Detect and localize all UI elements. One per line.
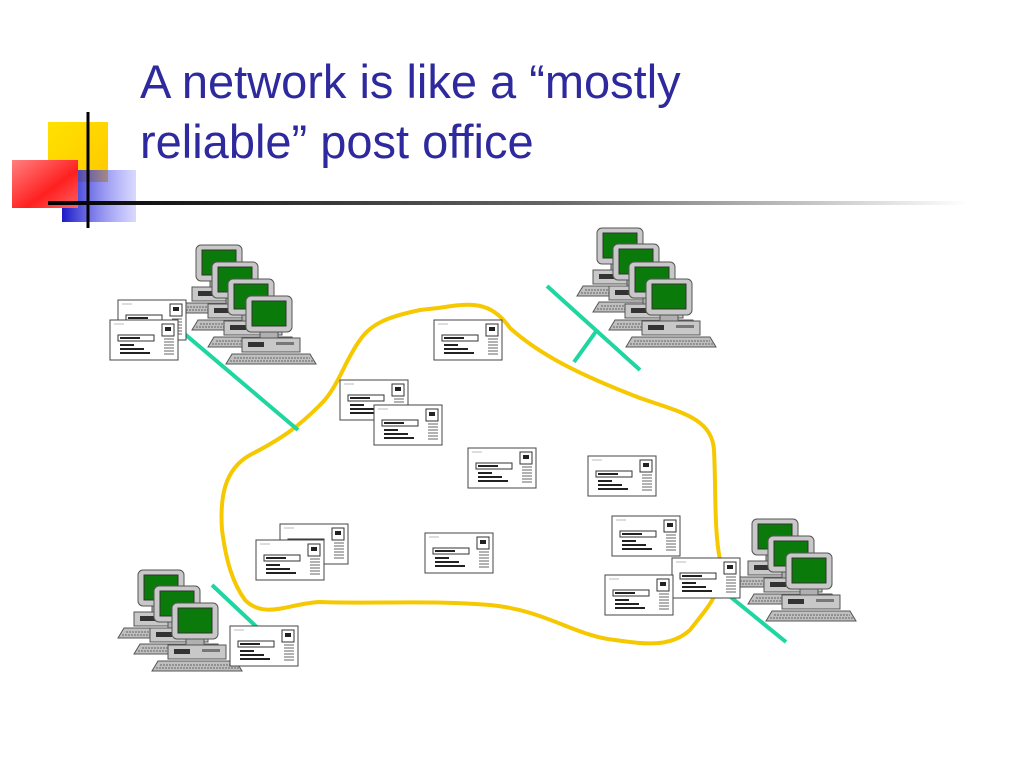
envelope-icon <box>433 319 503 361</box>
title-line-2: reliable” post office <box>140 115 534 168</box>
link-bottom-left <box>210 583 264 634</box>
envelope-icon <box>229 625 299 667</box>
envelope-icon <box>587 455 657 497</box>
title-decoration <box>12 112 968 228</box>
envelope-icon <box>424 532 494 574</box>
link-bottom-right <box>720 588 788 644</box>
title-underline-rule <box>48 201 968 205</box>
title-line-1: A network is like a “mostly <box>140 55 681 108</box>
network-cloud <box>219 302 723 646</box>
link-top-right-branch <box>572 328 599 364</box>
slide-title: A network is like a “mostly reliable” po… <box>140 52 1000 172</box>
envelope-icon <box>671 557 741 599</box>
link-top-right <box>545 284 642 372</box>
envelope-icon <box>467 447 537 489</box>
envelope-icon <box>611 515 681 557</box>
envelope-icon <box>604 574 674 616</box>
deco-red-square <box>12 160 78 208</box>
link-top-left <box>178 328 300 432</box>
envelope-icon <box>373 404 443 446</box>
envelope-icon <box>255 539 325 581</box>
envelope-icon <box>109 319 179 361</box>
